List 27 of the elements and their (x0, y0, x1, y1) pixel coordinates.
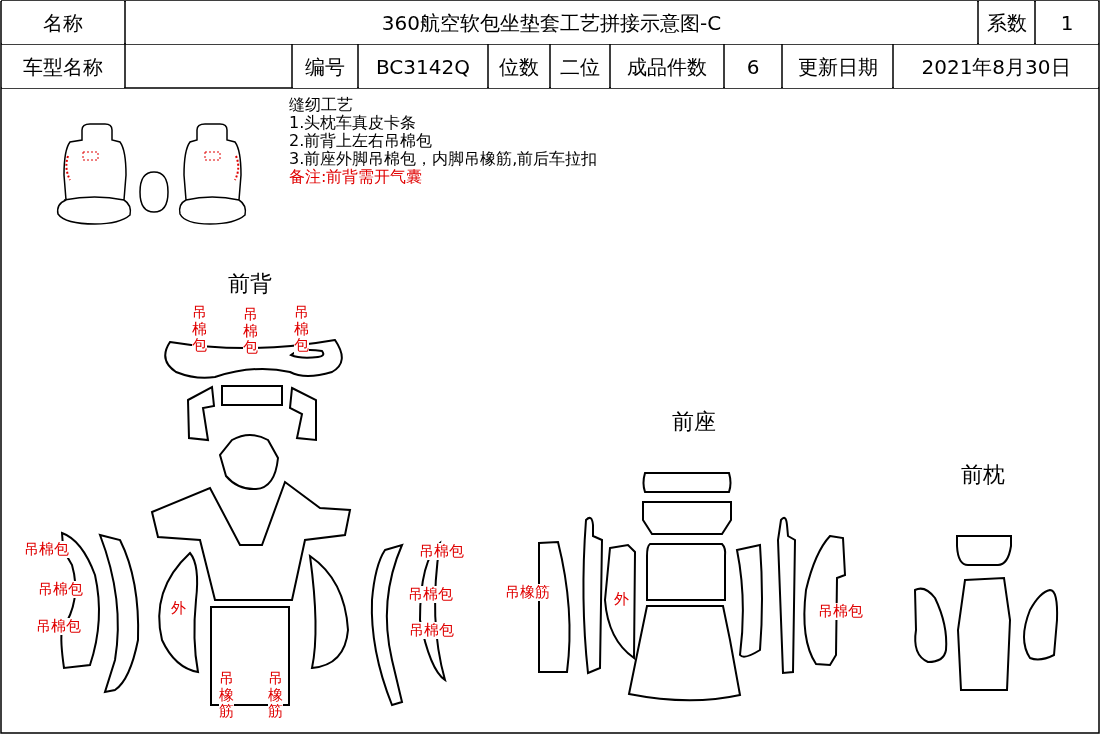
piece-note: 吊橡筋 (268, 670, 283, 720)
piece-note: 吊棉包 (294, 304, 309, 354)
header-label: 名称 (2, 1, 124, 44)
piece-note: 吊棉包 (818, 603, 863, 620)
note-text: 备注:前背需开气囊 (289, 168, 423, 186)
piece-note: 吊棉包 (409, 622, 454, 639)
piece-note: 外 (171, 600, 186, 617)
piece-note: 外 (614, 591, 629, 608)
piece-note: 吊橡筋 (505, 584, 550, 601)
piece-note: 吊棉包 (243, 306, 258, 356)
piece-note: 吊棉包 (419, 543, 464, 560)
section-heading: 前背 (228, 272, 272, 297)
note-text: 1.头枕车真皮卡条 (289, 114, 417, 132)
sheet-title: 360航空软包坐垫套工艺拼接示意图-C (126, 1, 977, 44)
piece-note: 吊棉包 (24, 541, 69, 558)
piece-note: 吊棉包 (192, 304, 207, 354)
header-label: 系数 (979, 1, 1034, 44)
note-text: 2.前背上左右吊棉包 (289, 132, 433, 150)
note-text: 3.前座外脚吊棉包，内脚吊橡筋,前后车拉扣 (289, 150, 598, 168)
section-heading: 前枕 (961, 463, 1005, 488)
piece-note: 吊棉包 (408, 586, 453, 603)
piece-note: 吊棉包 (36, 618, 81, 635)
note-heading: 缝纫工艺 (289, 96, 353, 114)
section-heading: 前座 (672, 410, 716, 435)
piece-note: 吊橡筋 (219, 670, 234, 720)
header-value: 1 (1036, 1, 1098, 44)
piece-note: 吊棉包 (38, 581, 83, 598)
